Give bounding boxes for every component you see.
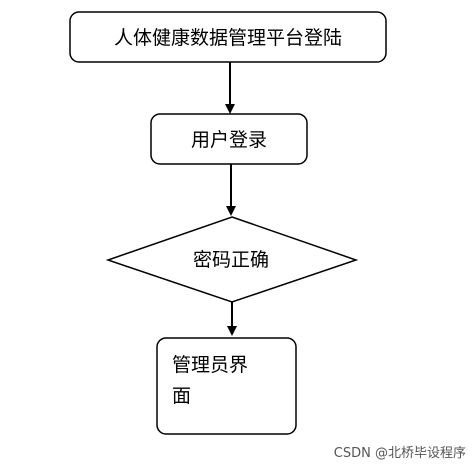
- watermark: CSDN @北桥毕设程序: [334, 446, 466, 461]
- admin-node-label-line-1: 管理员界: [172, 354, 248, 376]
- start-node: 人体健康数据管理平台登陆: [69, 11, 387, 63]
- login-node-box: [150, 113, 308, 165]
- decision-node-label: 密码正确: [193, 249, 269, 271]
- login-node-label: 用户登录: [191, 129, 267, 151]
- decision-node: 密码正确: [105, 216, 359, 303]
- admin-node-label-line-2: 面: [172, 385, 191, 407]
- start-node-label: 人体健康数据管理平台登陆: [114, 27, 342, 49]
- start-node-box: [69, 11, 387, 63]
- login-node: 用户登录: [150, 113, 308, 165]
- admin-node: 管理员界 面: [156, 337, 297, 435]
- admin-node-box: [156, 337, 297, 435]
